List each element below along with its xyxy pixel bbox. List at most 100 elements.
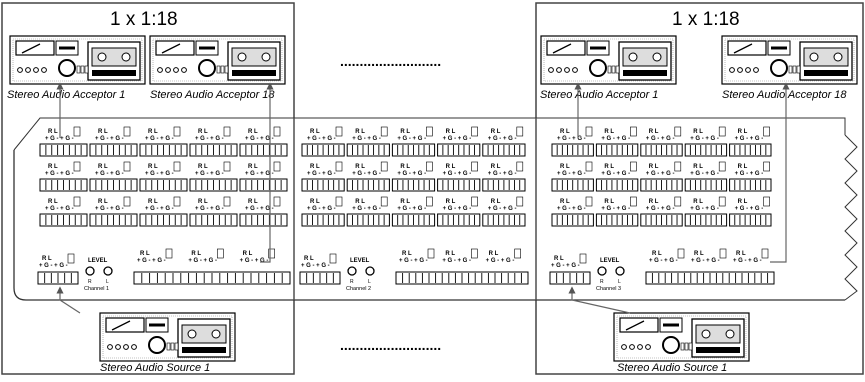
pin-label: R L+ G - + G - bbox=[195, 126, 231, 142]
slider-switch bbox=[688, 342, 693, 351]
reel-right bbox=[725, 329, 735, 339]
left-acceptor-1-label: Stereo Audio Acceptor 1 bbox=[7, 89, 125, 101]
terminal-screw bbox=[674, 126, 682, 137]
vu-needle bbox=[21, 43, 41, 54]
control-button bbox=[556, 67, 562, 73]
terminal-block bbox=[482, 178, 526, 192]
pin-label-bottom: + G - + G - bbox=[245, 206, 274, 212]
pin-label-top: R L bbox=[248, 199, 258, 205]
slider-switch bbox=[80, 65, 85, 74]
device-panel bbox=[616, 315, 747, 359]
pin-label-top: R L bbox=[243, 251, 253, 257]
pin-label-bottom: + G - + G - bbox=[307, 136, 336, 142]
left-acceptor-18-device bbox=[149, 35, 286, 85]
cassette-window bbox=[803, 47, 849, 67]
terminal-block bbox=[139, 178, 188, 192]
slider-switch bbox=[607, 65, 612, 74]
terminal-block bbox=[729, 178, 772, 192]
channel-label: Channel 2 bbox=[346, 286, 371, 292]
terminal-screw bbox=[471, 248, 478, 259]
pin-label-bottom: + G - + G - bbox=[195, 171, 224, 177]
vu-needle bbox=[733, 43, 753, 54]
terminal-block bbox=[139, 143, 188, 157]
pin-label-bottom: + G - + G - bbox=[442, 258, 471, 264]
level-knob-r bbox=[347, 266, 357, 276]
terminal-screw bbox=[173, 161, 181, 172]
terminal-screw bbox=[223, 126, 231, 137]
pin-label-top: R L bbox=[400, 164, 410, 170]
pin-label-top: R L bbox=[738, 129, 748, 135]
reel-left bbox=[628, 52, 638, 62]
deck-buttons bbox=[804, 70, 848, 76]
terminal-block bbox=[239, 178, 288, 192]
pin-label: R L+ G - + G - bbox=[443, 196, 478, 212]
terminal-block bbox=[139, 213, 188, 227]
left-acceptor-18-label: Stereo Audio Acceptor 18 bbox=[150, 89, 275, 101]
pin-label-bottom: + G - + G - bbox=[601, 206, 630, 212]
terminal-screw bbox=[471, 126, 478, 137]
pin-label-top: R L bbox=[446, 129, 456, 135]
pin-label-top: R L bbox=[738, 164, 748, 170]
pin-label-bottom: + G - + G - bbox=[735, 171, 764, 177]
pin-label: R L+ G - + G - bbox=[245, 126, 281, 142]
left-acceptor-1-device bbox=[9, 35, 146, 85]
pin-label: R L+ G - + G - bbox=[399, 248, 435, 264]
pin-label-bottom: + G - + G - bbox=[488, 171, 517, 177]
terminal-screw bbox=[173, 126, 181, 137]
terminal-screw bbox=[719, 248, 727, 259]
terminal-screw bbox=[426, 196, 433, 207]
pin-label-bottom: + G - + G - bbox=[690, 136, 719, 142]
terminal-screw bbox=[73, 196, 81, 207]
pin-label: R L+ G - + G - bbox=[646, 126, 682, 142]
pin-label-top: R L bbox=[98, 199, 108, 205]
pin-label-top: R L bbox=[445, 251, 455, 257]
pin-label-top: R L bbox=[48, 199, 58, 205]
pin-label-bottom: + G - + G - bbox=[39, 263, 68, 269]
terminal-screw bbox=[73, 161, 81, 172]
slider-switch bbox=[166, 342, 171, 351]
pin-label-bottom: + G - + G - bbox=[145, 171, 174, 177]
terminal-screw bbox=[217, 248, 224, 259]
pin-label-bottom: + G - + G - bbox=[443, 206, 472, 212]
pin-label-bottom: + G - + G - bbox=[137, 258, 166, 264]
slider-switch bbox=[84, 65, 89, 74]
pin-label-top: R L bbox=[604, 129, 614, 135]
reel-right bbox=[652, 52, 662, 62]
vu-meter bbox=[619, 317, 659, 333]
pin-label: R L+ G - + G - bbox=[646, 161, 682, 177]
pin-label-bottom: + G - + G - bbox=[195, 206, 224, 212]
volume-knob bbox=[770, 59, 788, 77]
terminal-block bbox=[640, 143, 683, 157]
pin-label: R L+ G - + G - bbox=[601, 196, 637, 212]
level-r-label: R bbox=[350, 279, 354, 285]
terminal-block bbox=[39, 213, 88, 227]
control-button bbox=[729, 67, 735, 73]
control-button bbox=[745, 67, 751, 73]
reel-right bbox=[211, 329, 221, 339]
slider-switch bbox=[76, 65, 81, 74]
control-button bbox=[737, 67, 743, 73]
control-button bbox=[548, 67, 554, 73]
pin-label-top: R L bbox=[446, 164, 456, 170]
right-acceptor-18-label: Stereo Audio Acceptor 18 bbox=[722, 89, 847, 101]
control-button bbox=[17, 67, 23, 73]
pin-label: R L+ G - + G - bbox=[95, 161, 131, 177]
pin-label-bottom: + G - + G - bbox=[307, 171, 336, 177]
terminal-screw bbox=[763, 196, 770, 207]
pin-label-bottom: + G - + G - bbox=[399, 258, 428, 264]
level-r-label: R bbox=[88, 279, 92, 285]
deck-buttons bbox=[182, 347, 226, 353]
volume-knob bbox=[662, 336, 680, 354]
pin-label: R L+ G - + G - bbox=[188, 248, 224, 264]
control-button bbox=[564, 67, 570, 73]
level-knob-l bbox=[615, 266, 625, 276]
terminal-screw bbox=[630, 161, 637, 172]
pin-label-bottom: + G - + G - bbox=[646, 206, 675, 212]
pin-label-top: R L bbox=[400, 129, 410, 135]
control-button bbox=[645, 344, 651, 350]
pin-label: R L+ G - + G - bbox=[145, 161, 181, 177]
terminal-screw bbox=[718, 161, 726, 172]
pin-label-bottom: + G - + G - bbox=[352, 136, 381, 142]
slider-switch bbox=[680, 342, 685, 351]
